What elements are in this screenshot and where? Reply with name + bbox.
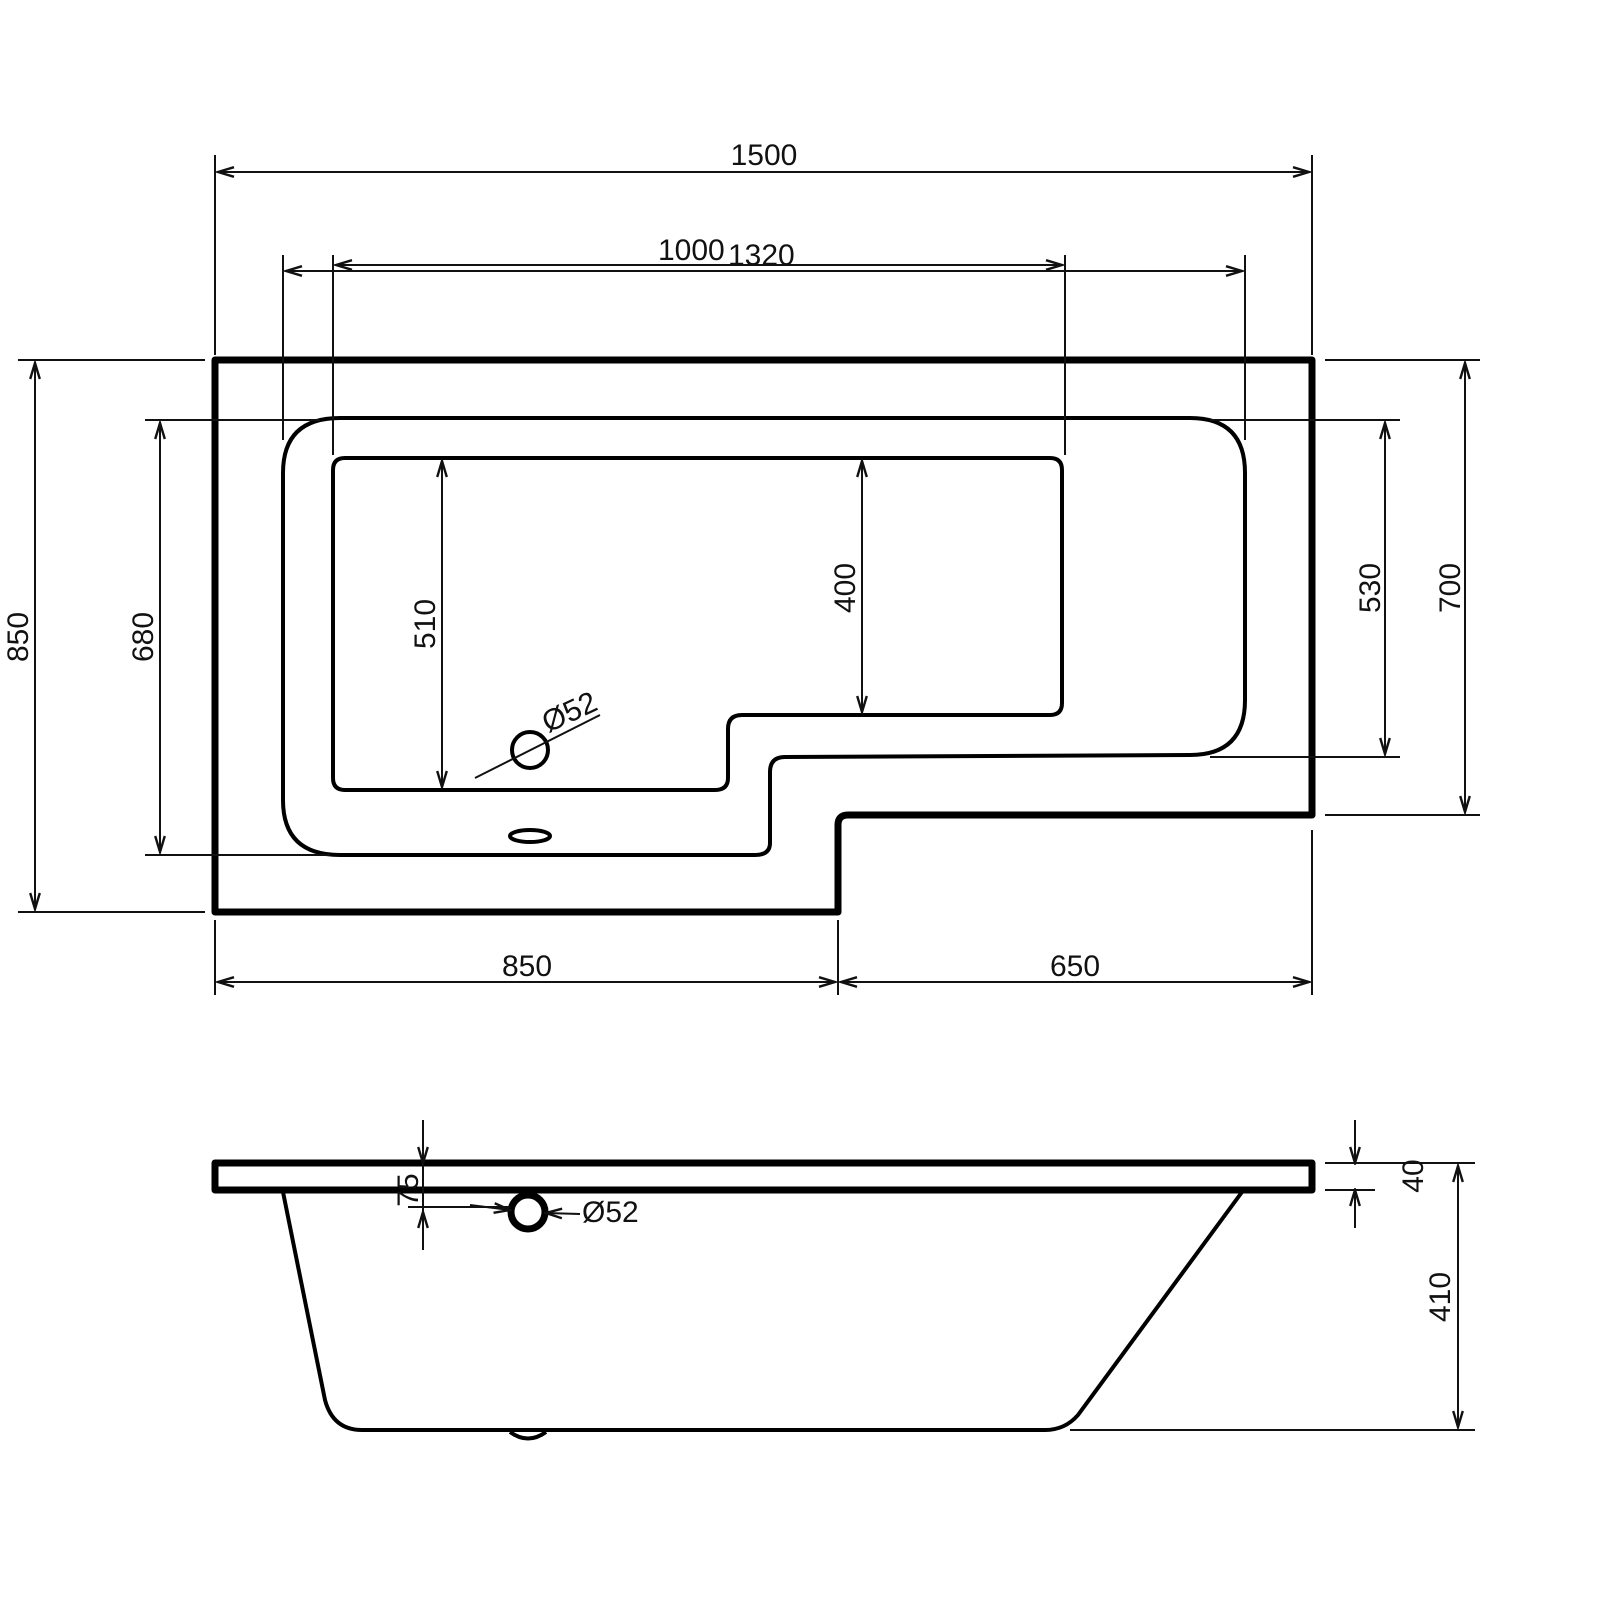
- drain-leader: [474, 714, 601, 779]
- side-view: 75 Ø52 40 410: [211, 1120, 1475, 1441]
- outer-outline: [211, 356, 1316, 916]
- rim-inner-outline: [281, 416, 1247, 857]
- dim-depth: 410: [1424, 1272, 1457, 1322]
- dim-rim-width: 680: [127, 612, 160, 662]
- waste-outlet: [508, 1430, 548, 1441]
- dimension-lines: [35, 172, 1465, 982]
- extension-lines: [18, 155, 1480, 995]
- drain-circle: [510, 730, 550, 770]
- dim-inner-length-a: 1000: [658, 234, 725, 267]
- dim-right-inner-width: 530: [1354, 563, 1387, 613]
- dim-overflow-diameter: Ø52: [582, 1196, 639, 1229]
- basin-outline: [331, 456, 1064, 792]
- overflow-circle: [507, 1191, 549, 1233]
- dim-right-section: 650: [1050, 950, 1100, 983]
- overflow-slot: [508, 828, 552, 844]
- dim-inner-length-b: 1320: [728, 239, 795, 272]
- dim-left-section: 850: [502, 950, 552, 983]
- dim-basin-width-right: 400: [829, 563, 862, 613]
- dim-overflow-offset: 75: [392, 1173, 425, 1206]
- dim-overall-length: 1500: [731, 139, 798, 172]
- rim-profile: [211, 1159, 1316, 1194]
- basin-profile: [281, 1190, 1244, 1432]
- dim-right-width: 700: [1434, 563, 1467, 613]
- plan-view: 1500 1000 1320 850 680 510 400 530 700 Ø…: [2, 139, 1480, 995]
- dim-basin-width-left: 510: [409, 599, 442, 649]
- side-dimension-lines: [408, 1120, 1475, 1431]
- dim-overall-width: 850: [2, 612, 35, 662]
- dim-rim-thickness: 40: [1397, 1159, 1430, 1192]
